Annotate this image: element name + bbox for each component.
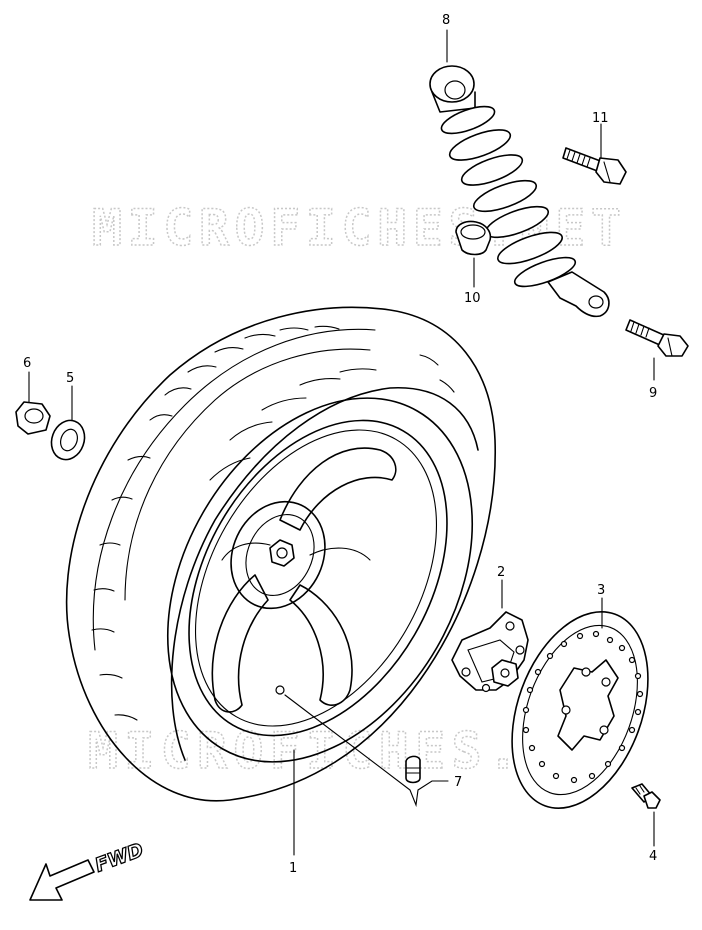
callout-7: 7: [454, 775, 462, 790]
shock-spring: [440, 105, 577, 288]
rear-wheel-assembly: [65, 306, 497, 802]
valve-part-7: [405, 755, 421, 784]
callout-2: 2: [497, 565, 505, 580]
callout-11: 11: [592, 111, 609, 126]
rear-shock-absorber: [429, 65, 610, 318]
rim-lip: [194, 429, 438, 727]
tire-tread-shoulder: [92, 328, 376, 651]
callout-6: 6: [23, 356, 31, 371]
hub-carrier-part-2: [451, 611, 529, 693]
screw-part-4: [631, 783, 661, 809]
callout-9: 9: [649, 386, 657, 401]
callout-10: 10: [464, 291, 481, 306]
collar-part-10: [455, 220, 492, 256]
callout-1: 1: [289, 861, 297, 876]
rim-inner: [188, 419, 448, 737]
bolt-part-11: [562, 147, 627, 185]
fwd-label: FWD: [92, 839, 146, 877]
tire-inner-edge: [170, 387, 479, 761]
callout-leaders: [28, 29, 655, 856]
callout-8: 8: [442, 13, 450, 28]
callout-4: 4: [649, 849, 657, 864]
rim-outer: [166, 397, 474, 763]
nut-part-6: [15, 401, 51, 435]
hub-bore: [276, 547, 288, 559]
valve-hole: [275, 685, 285, 695]
fwd-arrow-icon: [29, 859, 95, 901]
tire-tread-center: [124, 348, 371, 601]
bolt-part-9: [625, 319, 689, 357]
tire-tread-grooves: [91, 325, 455, 721]
brake-disc-part-3: [511, 611, 649, 809]
washer-part-5: [50, 419, 86, 461]
callout-5: 5: [66, 371, 74, 386]
brake-disc-holes: [522, 630, 644, 784]
forward-direction-indicator: FWD: [29, 838, 147, 901]
wheel-spokes: [211, 447, 397, 713]
callout-labels: 1 2 3 4 5 6 7 8 9 10 11: [23, 13, 657, 876]
wheel-hub-flange: [245, 514, 315, 596]
wheel-hub: [230, 500, 326, 610]
tire-outline: [65, 306, 497, 802]
shock-lower-body: [547, 271, 610, 318]
callout-3: 3: [597, 583, 605, 598]
